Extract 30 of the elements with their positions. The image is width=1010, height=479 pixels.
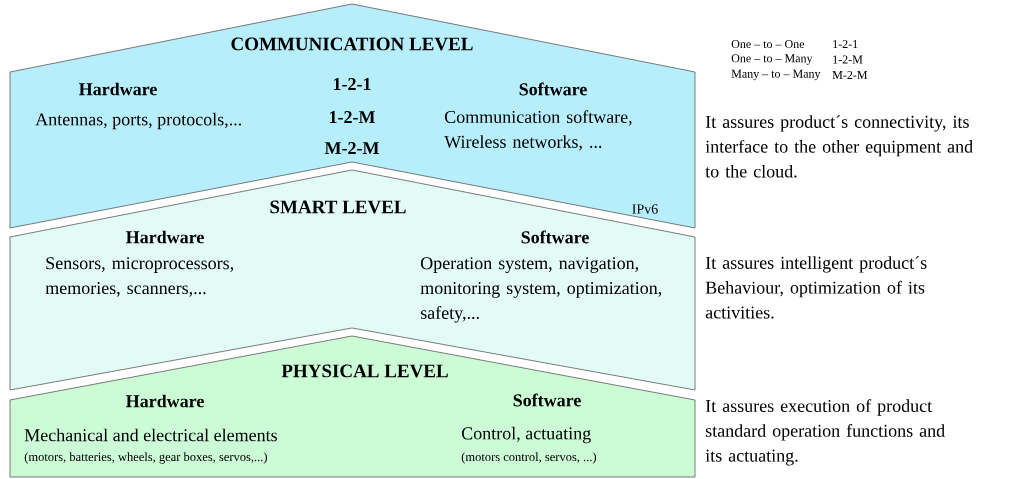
mapping-text: One – to – Many bbox=[731, 54, 813, 65]
body-text: Operation system, navigation, monitoring system, optimization, safety,... bbox=[420, 257, 662, 323]
description-text: It assures intelligent product´s Behaviour, optimization of its activities. bbox=[705, 256, 927, 319]
protocol-label: IPv6 bbox=[632, 204, 658, 214]
description-text: It assures execution of product standard operation functions and its actuating. bbox=[705, 399, 945, 466]
column-heading: Hardware bbox=[126, 394, 204, 408]
level-title: PHYSICAL LEVEL bbox=[281, 364, 448, 378]
mapping-text: One – to – One bbox=[731, 39, 805, 48]
body-text: Antennas, ports, protocols,... bbox=[35, 112, 241, 130]
body-text: Control, actuating bbox=[461, 426, 591, 444]
relation-code: M-2-M bbox=[324, 142, 379, 154]
mapping-text: Many – to – Many bbox=[731, 69, 821, 81]
body-text: Sensors, microprocessors, memories, scanners,... bbox=[45, 257, 234, 297]
mapping-text: M-2-M bbox=[832, 71, 868, 79]
column-heading: Software bbox=[513, 393, 581, 407]
level-title: COMMUNICATION LEVEL bbox=[231, 37, 473, 51]
relation-code: 1-2-1 bbox=[333, 78, 371, 90]
mapping-text: 1-2-M bbox=[833, 55, 863, 64]
relation-code: 1-2-M bbox=[329, 111, 375, 123]
mapping-text: 1-2-1 bbox=[833, 40, 858, 48]
column-heading: Hardware bbox=[79, 82, 157, 96]
description-text: It assures product´s connectivity, its interface to the other equipment and to the cloud. bbox=[705, 115, 973, 178]
note-text: (motors control, servos, ...) bbox=[461, 452, 597, 464]
column-heading: Software bbox=[521, 230, 589, 244]
note-text: (motors, batteries, wheels, gear boxes, servos,...) bbox=[24, 452, 267, 464]
level-title: SMART LEVEL bbox=[270, 200, 406, 214]
column-heading: Software bbox=[519, 82, 587, 96]
body-text: Mechanical and electrical elements bbox=[24, 428, 277, 442]
column-heading: Hardware bbox=[126, 230, 204, 244]
body-text: Communication software, Wireless networks, ... bbox=[444, 110, 632, 151]
